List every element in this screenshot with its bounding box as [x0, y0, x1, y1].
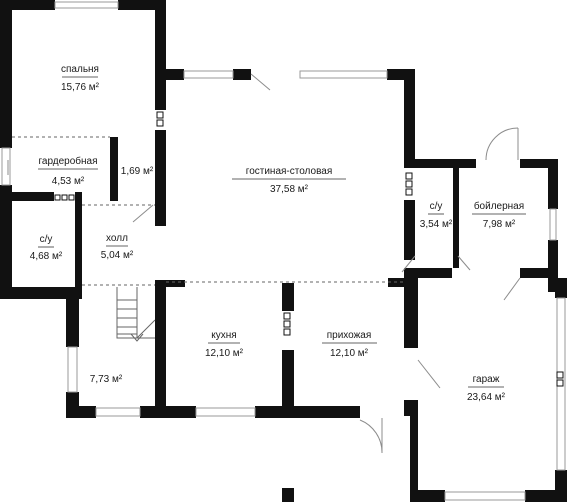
- wall: [0, 185, 12, 299]
- wall: [166, 69, 184, 80]
- door: [417, 359, 441, 389]
- wall: [110, 137, 118, 201]
- window: [299, 70, 388, 79]
- wall: [118, 0, 166, 10]
- wall: [410, 490, 445, 502]
- door: [503, 277, 521, 301]
- room-area: 37,58 м²: [270, 184, 309, 195]
- wall: [525, 490, 567, 502]
- room-area: 1,69 м²: [121, 166, 154, 177]
- room-area: 4,68 м²: [30, 251, 63, 262]
- vents: [54, 111, 564, 387]
- room-area: 5,04 м²: [101, 250, 134, 261]
- doors: [7, 73, 521, 454]
- window: [444, 491, 526, 501]
- wall: [548, 159, 558, 209]
- room-bedroom: спальня 15,76 м²: [61, 64, 100, 93]
- wall: [548, 240, 558, 292]
- window: [1, 147, 11, 186]
- room-living: гостиная-столовая 37,58 м²: [246, 166, 332, 195]
- door: [250, 73, 271, 91]
- wall: [404, 400, 418, 416]
- room-name: гостиная-столовая: [246, 166, 332, 177]
- room-area: 12,10 м²: [330, 348, 369, 359]
- wall: [555, 278, 567, 298]
- room-name: кухня: [211, 330, 236, 341]
- room-area: 7,73 м²: [90, 374, 123, 385]
- room-name: холл: [106, 233, 128, 244]
- room-area: 4,53 м²: [52, 176, 85, 187]
- wall: [404, 278, 418, 348]
- room-name: с/у: [40, 234, 53, 245]
- room-wc2: с/у 3,54 м²: [420, 201, 453, 230]
- door: [485, 127, 519, 161]
- wall: [387, 69, 415, 80]
- window: [183, 70, 234, 79]
- door: [457, 255, 471, 271]
- room-boundaries: [12, 136, 404, 286]
- wall: [404, 268, 452, 278]
- room-name: бойлерная: [474, 200, 524, 212]
- wall: [66, 406, 96, 418]
- room-niche: 1,69 м²: [121, 166, 154, 177]
- wall: [282, 350, 294, 418]
- wall: [282, 488, 294, 502]
- wall: [0, 287, 82, 299]
- room-name: спальня: [61, 64, 99, 75]
- door: [132, 204, 154, 223]
- wall: [404, 69, 415, 159]
- wall: [155, 283, 166, 418]
- wall: [75, 192, 82, 299]
- wall: [282, 283, 294, 311]
- room-entry: прихожая 12,10 м²: [327, 330, 372, 359]
- window: [67, 346, 78, 393]
- room-area: 12,10 м²: [205, 348, 244, 359]
- room-kitchen: кухня 12,10 м²: [205, 330, 244, 359]
- room-name: с/у: [430, 201, 443, 212]
- window: [54, 1, 119, 9]
- room-area: 3,54 м²: [420, 219, 453, 230]
- wall: [404, 159, 476, 168]
- door: [359, 419, 383, 454]
- stairs: [116, 287, 156, 342]
- wall: [12, 192, 54, 201]
- room-area: 7,98 м²: [483, 219, 516, 230]
- door: [401, 255, 416, 273]
- window: [95, 407, 141, 417]
- wall: [520, 159, 558, 168]
- wall: [155, 280, 185, 287]
- wall: [520, 268, 558, 278]
- wall: [0, 0, 55, 10]
- room-name: гараж: [473, 374, 500, 385]
- room-stairs: 7,73 м²: [90, 374, 123, 385]
- wall: [66, 287, 79, 347]
- wall: [410, 416, 418, 502]
- wall: [233, 69, 251, 80]
- room-wardrobe: гардеробная 4,53 м²: [38, 155, 97, 187]
- room-name: гардеробная: [38, 155, 97, 167]
- wall: [155, 0, 166, 110]
- room-hall: холл 5,04 м²: [101, 233, 134, 261]
- wall: [166, 406, 196, 418]
- room-wc1: с/у 4,68 м²: [30, 234, 63, 262]
- wall: [0, 0, 12, 148]
- room-area: 15,76 м²: [61, 82, 100, 93]
- wall: [155, 130, 166, 226]
- room-area: 23,64 м²: [467, 392, 506, 403]
- room-boiler: бойлерная 7,98 м²: [474, 200, 524, 230]
- window: [195, 407, 256, 417]
- window: [549, 208, 557, 241]
- label-underlines: [38, 76, 526, 388]
- wall: [404, 200, 415, 260]
- room-garage: гараж 23,64 м²: [467, 374, 506, 403]
- room-name: прихожая: [327, 330, 372, 341]
- wall: [282, 406, 360, 418]
- wall: [453, 168, 459, 268]
